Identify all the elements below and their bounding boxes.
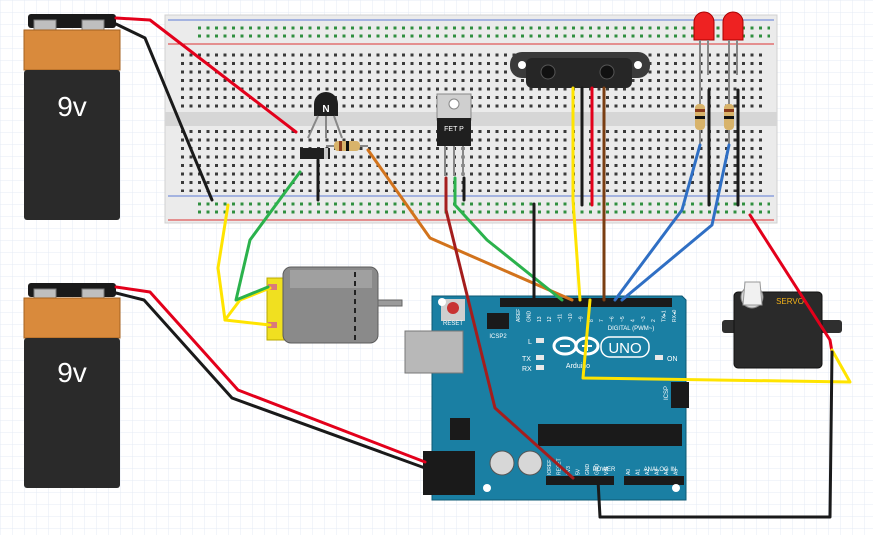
analog-label: ANALOG IN [644, 467, 677, 473]
battery-label: 9v [57, 91, 87, 122]
digital-pin-labels: AREF GND 13 12 ~11 ~10 ~9 8 7 ~6 ~5 4 ~3 2 TX▸1 RX◂0 [516, 309, 678, 322]
dc-motor [266, 266, 403, 344]
pin-label: ~5 [620, 316, 626, 322]
wire-green [453, 176, 564, 302]
wire-black [596, 350, 834, 519]
wire-yellow [571, 86, 582, 302]
pin-label: A0 [626, 469, 632, 475]
analog-header [624, 476, 684, 485]
led-rx-label: RX [522, 366, 532, 373]
pin-label: 12 [547, 316, 553, 322]
power-jack [423, 451, 475, 495]
pin-label: 7 [599, 319, 605, 322]
wire-blue [613, 143, 702, 302]
diode [300, 148, 330, 159]
pin-label: 4 [630, 319, 636, 322]
pin-label: A4 [664, 469, 670, 475]
pin-label: TX▸1 [662, 310, 668, 322]
bottom-power-rail [195, 199, 770, 217]
mosfet-label: FET P [444, 126, 464, 133]
board-brand: Arduino [566, 363, 590, 370]
servo-label: SERVO [776, 297, 804, 306]
pin-label: A2 [645, 469, 651, 475]
pin-label: AREF [516, 309, 522, 322]
pin-label: 2 [651, 319, 657, 322]
pin-label: 3V3 [566, 466, 572, 475]
resistor-base [326, 141, 368, 151]
wire-black [114, 291, 427, 470]
digital-label: DIGITAL (PWM~) [608, 326, 655, 332]
resistor-led-1 [695, 75, 705, 145]
wire-yellow [581, 298, 852, 384]
battery-bottom: 9v [23, 283, 121, 488]
wire-red [748, 213, 834, 354]
board-model: UNO [608, 340, 641, 357]
pin-label: A3 [655, 469, 661, 475]
npn-transistor: N [307, 92, 343, 139]
pin-label: RX◂0 [672, 310, 678, 322]
wire-red [114, 285, 427, 464]
transistor-label: N [322, 104, 329, 115]
pin-label: GND [526, 311, 532, 323]
power-label: POWER [593, 467, 616, 473]
pin-label: 13 [537, 316, 543, 322]
pin-label: ~11 [558, 314, 564, 322]
icsp-label: ICSP [664, 386, 670, 400]
p-mosfet: FET P [436, 93, 472, 176]
pin-label: ~10 [568, 313, 574, 322]
pin-label: ~9 [578, 316, 584, 322]
top-power-rail [195, 22, 770, 42]
wire-yellow [223, 286, 272, 322]
pin-label: 5V [576, 468, 582, 475]
pin-label: VIN [604, 466, 610, 475]
power-header [546, 476, 614, 485]
wire-red [114, 16, 298, 134]
wire-orange [366, 148, 574, 302]
reset-button[interactable] [447, 302, 459, 314]
wire-yellow [216, 203, 272, 327]
led-red-1 [693, 11, 715, 75]
pin-label: 8 [589, 319, 595, 322]
battery-label: 9v [57, 357, 87, 388]
pin-label: GND [595, 464, 601, 476]
pin-label: A5 [674, 469, 680, 475]
usb-port [404, 330, 464, 374]
led-l-label: L [528, 339, 532, 346]
microcontroller-chip [538, 424, 682, 446]
icsp2-label: ICSP2 [489, 334, 507, 340]
wire-black [114, 22, 214, 202]
wire-green [234, 170, 302, 302]
ir-distance-sensor [510, 52, 650, 88]
wire-blue [620, 143, 731, 302]
wire-darkred [444, 176, 575, 480]
wires [114, 16, 852, 519]
led-red-2 [722, 11, 744, 75]
pin-label: IOREF [547, 460, 553, 475]
reset-label: RESET [443, 321, 463, 327]
pin-label: GND [585, 464, 591, 476]
pin-label: A1 [636, 469, 642, 475]
pin-label: ~3 [641, 316, 647, 322]
led-tx-label: TX [522, 356, 531, 363]
pin-label: ~6 [610, 316, 616, 322]
resistor-led-2 [724, 75, 734, 145]
led-on-label: ON [667, 356, 678, 363]
digital-header [500, 298, 672, 307]
battery-top: 9v [23, 14, 121, 220]
